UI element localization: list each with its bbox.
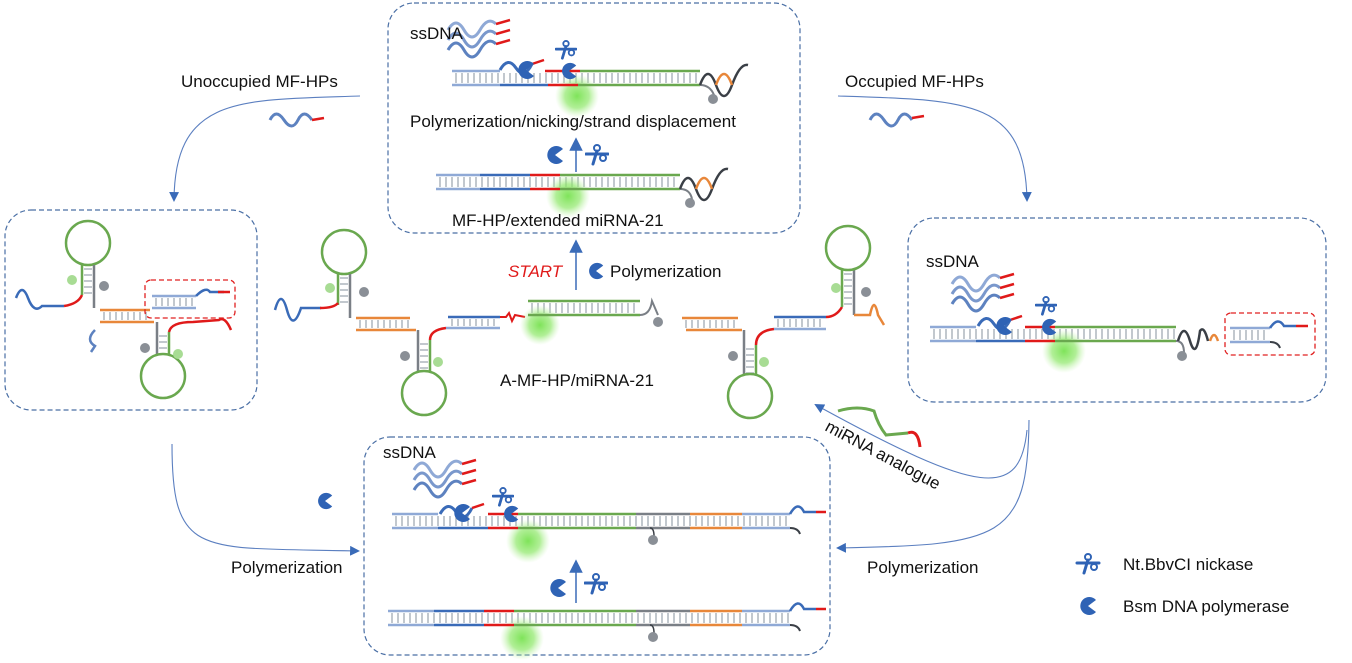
left-polymerization-label: Polymerization bbox=[231, 558, 343, 577]
unoccupied-arrow bbox=[169, 95, 361, 202]
bottom-box bbox=[363, 436, 831, 656]
polymerase-icon bbox=[550, 579, 566, 597]
right-box bbox=[907, 217, 1327, 403]
polymerase-icon bbox=[547, 146, 563, 164]
bottom-duplex-upper bbox=[392, 505, 826, 563]
mirna-analogue-arrow bbox=[814, 404, 1028, 479]
top-ssdna-cluster bbox=[446, 18, 545, 75]
polymerase-icon bbox=[589, 262, 604, 280]
scissors-icon bbox=[584, 573, 608, 595]
center-polymerization-label: Polymerization bbox=[610, 262, 722, 281]
occupied-arrow bbox=[837, 95, 1032, 202]
occupied-label: Occupied MF-HPs bbox=[845, 72, 984, 91]
unoccupied-strand bbox=[268, 112, 325, 128]
legend: Nt.BbvCI nickase Bsm DNA polymerase bbox=[1075, 553, 1289, 616]
start-label: START bbox=[508, 262, 564, 281]
scissors-icon bbox=[585, 144, 609, 166]
bottom-ssdna-cluster bbox=[412, 458, 485, 519]
scissors-icon bbox=[555, 40, 577, 60]
right-duplex bbox=[930, 320, 1308, 373]
scissors-icon bbox=[1075, 553, 1101, 575]
polymerase-icon bbox=[318, 492, 333, 510]
top-duplex-upper bbox=[452, 63, 749, 118]
top-duplex-lower bbox=[436, 167, 729, 218]
pacman-polymerase-icon bbox=[1080, 597, 1096, 615]
unoccupied-label: Unoccupied MF-HPs bbox=[181, 72, 338, 91]
left-box-structure bbox=[14, 219, 233, 400]
right-polymerization-label: Polymerization bbox=[867, 558, 979, 577]
fluorescence-glow bbox=[546, 174, 590, 218]
top-complex-label: MF-HP/extended miRNA-21 bbox=[452, 211, 664, 230]
polymerase-icon bbox=[518, 61, 534, 79]
legend-label-nickase: Nt.BbvCI nickase bbox=[1123, 555, 1253, 574]
center-complex-label: A-MF-HP/miRNA-21 bbox=[500, 371, 654, 390]
right-ssdna-cluster bbox=[950, 272, 1023, 331]
mirna-analogue-strand bbox=[837, 406, 922, 448]
left-polymerization-arrow bbox=[171, 443, 360, 556]
bottom-ssdna-label: ssDNA bbox=[383, 443, 437, 462]
right-ssdna-label: ssDNA bbox=[926, 252, 980, 271]
scissors-icon bbox=[1035, 296, 1057, 316]
occupied-strand bbox=[868, 112, 925, 128]
top-box bbox=[387, 2, 801, 234]
left-box bbox=[4, 209, 258, 411]
right-polymerization-arrow bbox=[836, 419, 1030, 553]
right-highlight-box bbox=[1224, 312, 1316, 356]
legend-label-polymerase: Bsm DNA polymerase bbox=[1123, 597, 1289, 616]
top-ssdna-label: ssDNA bbox=[410, 24, 464, 43]
polymerase-icon bbox=[996, 317, 1012, 335]
scissors-icon bbox=[492, 487, 514, 507]
left-highlight-box bbox=[144, 279, 236, 319]
bottom-duplex-lower bbox=[388, 602, 826, 660]
center-complex bbox=[273, 224, 886, 420]
top-step-label: Polymerization/nicking/strand displaceme… bbox=[410, 112, 736, 131]
